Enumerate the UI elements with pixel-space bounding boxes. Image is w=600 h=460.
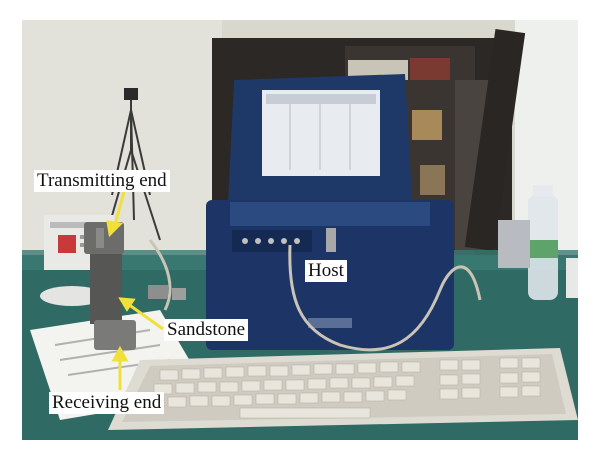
receiving-end-label: Receiving end	[49, 392, 165, 414]
water-bottle	[528, 185, 558, 300]
arrow-sandstone	[127, 302, 164, 331]
transmitting-end-label: Transmitting end	[34, 170, 170, 192]
sandstone-sample	[84, 222, 136, 350]
host-label: Host	[305, 260, 347, 282]
cable	[288, 244, 482, 352]
sandstone-label: Sandstone	[164, 319, 249, 341]
annotation-arrows	[106, 191, 164, 390]
keyboard	[108, 348, 578, 430]
